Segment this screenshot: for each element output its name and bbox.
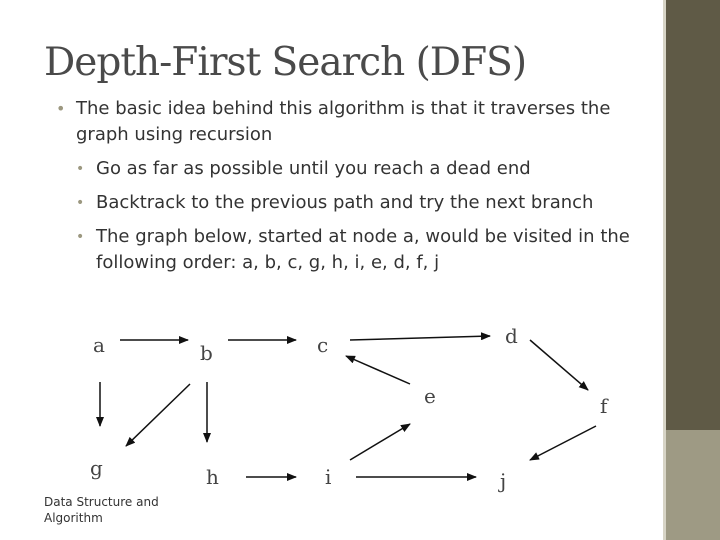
edge-e-c xyxy=(345,355,411,385)
edge-b-g xyxy=(125,383,191,447)
sub-bullet-2: • Backtrack to the previous path and try… xyxy=(56,190,656,216)
sub-bullet-1: • Go as far as possible until you reach … xyxy=(56,156,656,182)
bullet-main: • The basic idea behind this algorithm i… xyxy=(56,96,656,148)
footer-line-2: Algorithm xyxy=(44,511,103,525)
sub-bullet-text: Backtrack to the previous path and try t… xyxy=(96,192,594,213)
bullet-dot-icon: • xyxy=(56,99,66,118)
bullet-main-text: The basic idea behind this algorithm is … xyxy=(76,98,611,145)
footer-line-1: Data Structure and xyxy=(44,495,159,509)
side-band-edge xyxy=(663,0,666,540)
dfs-graph-diagram: a b c d e f g h i j xyxy=(90,324,609,493)
sub-bullet-text: Go as far as possible until you reach a … xyxy=(96,158,531,179)
footer-text: Data Structure and Algorithm xyxy=(44,494,164,526)
node-a: a xyxy=(93,333,105,357)
bullet-dot-icon: • xyxy=(76,229,85,245)
edge-d-f xyxy=(529,339,589,391)
graph-nodes: a b c d e f g h i j xyxy=(90,324,609,493)
slide-title: Depth-First Search (DFS) xyxy=(44,40,527,85)
node-g: g xyxy=(90,456,103,480)
node-b: b xyxy=(200,341,213,365)
bullet-list: • The basic idea behind this algorithm i… xyxy=(56,96,656,276)
node-h: h xyxy=(206,465,219,489)
node-j: j xyxy=(498,469,506,493)
node-c: c xyxy=(317,333,328,357)
edge-f-j xyxy=(529,425,597,461)
edge-c-d xyxy=(349,332,491,341)
node-d: d xyxy=(505,324,518,348)
node-f: f xyxy=(600,394,609,418)
edge-i-e xyxy=(349,423,411,461)
sub-bullet-text: The graph below, started at node a, woul… xyxy=(96,226,630,273)
side-band-upper xyxy=(666,0,720,430)
side-band-lower xyxy=(666,430,720,540)
node-i: i xyxy=(325,465,331,489)
graph-edges xyxy=(96,332,597,481)
node-e: e xyxy=(424,384,436,408)
bullet-dot-icon: • xyxy=(76,161,85,177)
bullet-dot-icon: • xyxy=(76,195,85,211)
sub-bullet-3: • The graph below, started at node a, wo… xyxy=(56,224,656,276)
